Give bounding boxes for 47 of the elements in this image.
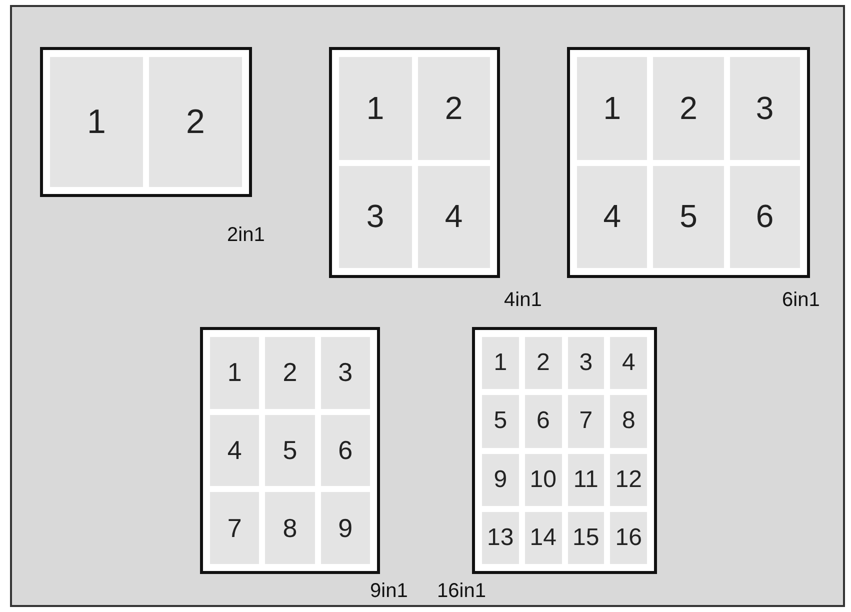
- layout-caption: 16in1: [437, 580, 486, 603]
- page-number-cell: 5: [482, 395, 519, 448]
- page-number-cell: 13: [482, 512, 519, 564]
- page-number-cell: 4: [577, 166, 648, 268]
- page-number-cell: 2: [265, 337, 315, 409]
- layout-caption: 9in1: [370, 580, 408, 603]
- page-number-cell: 4: [610, 337, 647, 390]
- page-number-cell: 7: [210, 492, 260, 564]
- page-number-cell: 1: [339, 57, 412, 160]
- page-number-cell: 2: [653, 57, 724, 160]
- layout-caption: 4in1: [504, 289, 542, 312]
- page-number-cell: 5: [265, 414, 315, 486]
- paper-sheet: [329, 47, 500, 278]
- page-number-cell: 2: [149, 57, 242, 187]
- page-number-cell: 14: [524, 512, 562, 564]
- page-number-cell: 1: [482, 337, 519, 390]
- page-number-cell: 8: [610, 395, 647, 448]
- page-number-cell: 4: [210, 414, 260, 486]
- paper-sheet: [567, 47, 810, 278]
- paper-sheet: [200, 327, 380, 574]
- page-number-cell: 6: [320, 414, 370, 486]
- paper-sheet: [472, 327, 657, 574]
- page-number-cell: 1: [210, 337, 260, 409]
- page-number-cell: 3: [730, 57, 800, 160]
- page-number-cell: 8: [265, 492, 315, 564]
- page-number-cell: 2: [524, 337, 562, 390]
- page-number-cell: 3: [320, 337, 370, 409]
- paper-sheet: [40, 47, 252, 197]
- page-number-cell: 5: [653, 166, 724, 268]
- page-number-cell: 16: [610, 512, 647, 564]
- page-number-cell: 3: [568, 337, 604, 390]
- page-number-cell: 7: [568, 395, 604, 448]
- page-number-cell: 11: [568, 454, 604, 506]
- page-number-cell: 10: [524, 454, 562, 506]
- page-number-cell: 2: [418, 57, 490, 160]
- layout-caption: 6in1: [782, 289, 820, 312]
- page-number-cell: 4: [418, 166, 490, 268]
- page-number-cell: 1: [50, 57, 143, 187]
- page-number-cell: 6: [524, 395, 562, 448]
- page-number-cell: 6: [730, 166, 800, 268]
- page-number-cell: 15: [568, 512, 604, 564]
- page-number-cell: 3: [339, 166, 412, 268]
- page-number-cell: 9: [482, 454, 519, 506]
- page-number-cell: 1: [577, 57, 648, 160]
- page-number-cell: 12: [610, 454, 647, 506]
- page-number-cell: 9: [320, 492, 370, 564]
- layout-caption: 2in1: [227, 224, 265, 247]
